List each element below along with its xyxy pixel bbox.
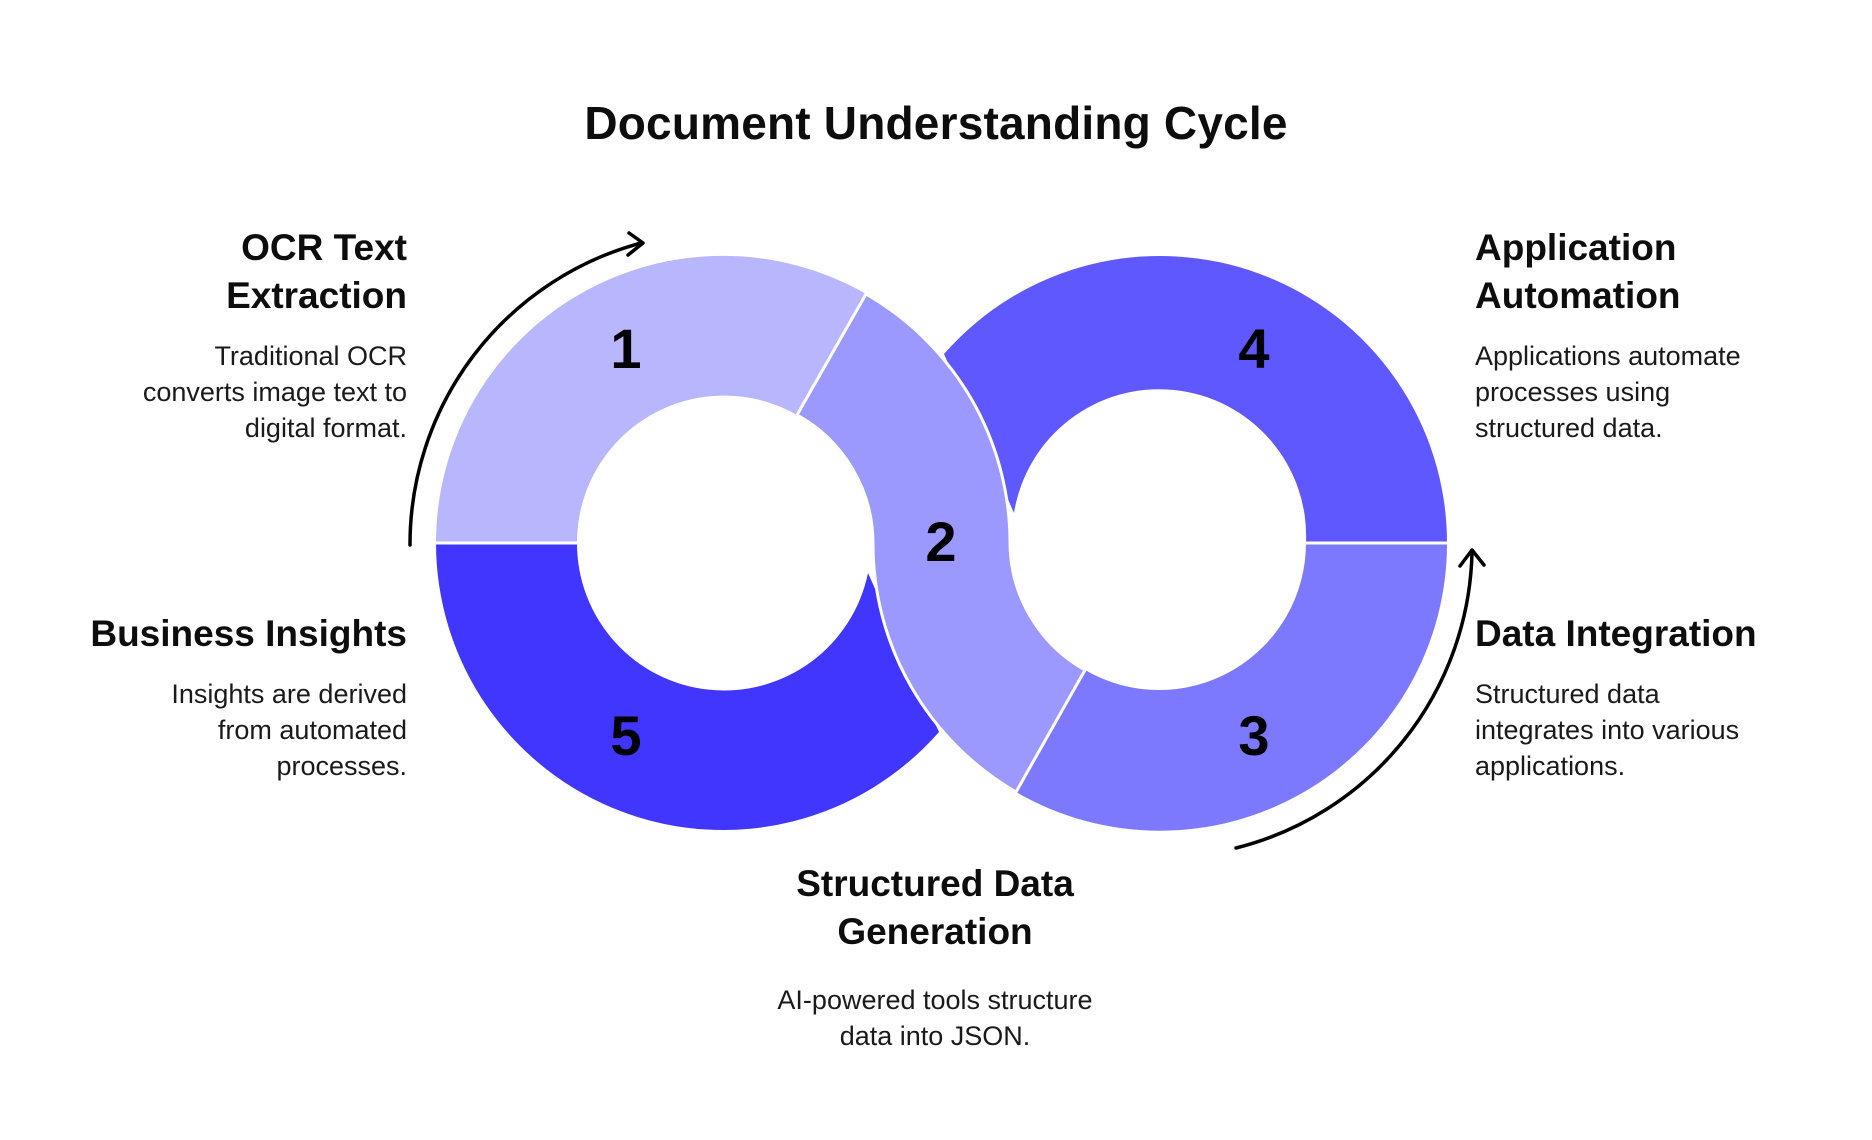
step-2-text-block: Structured Data Generation AI-powered to…	[740, 860, 1130, 1054]
step-2-desc-line: data into JSON.	[839, 1021, 1031, 1051]
step-2-desc-line: AI-powered tools structure	[777, 985, 1093, 1015]
segment-2-structured	[797, 294, 1085, 792]
segment-dividers	[434, 292, 1449, 794]
step-5-desc-line: Insights are derived	[171, 679, 407, 709]
step-5-description: Insights are derived from automated proc…	[0, 676, 407, 784]
step-2-description: AI-powered tools structure data into JSO…	[740, 982, 1130, 1054]
step-4-desc-line: Applications automate	[1475, 341, 1741, 371]
step-1-desc-line: converts image text to	[142, 377, 407, 407]
step-4-desc-line: structured data.	[1475, 413, 1663, 443]
step-5-desc-line: from automated	[217, 715, 407, 745]
step-1-text-block: OCR Text Extraction Traditional OCR conv…	[27, 224, 407, 446]
step-4-heading-line: Automation	[1475, 275, 1681, 316]
arrow-up-right-icon	[408, 231, 645, 547]
step-2-heading: Structured Data Generation	[740, 860, 1130, 956]
step-3-heading-line: Data Integration	[1475, 613, 1757, 654]
segment-1-ocr	[435, 255, 866, 544]
step-number-1: 1	[610, 317, 641, 380]
step-3-desc-line: applications.	[1475, 751, 1626, 781]
step-1-heading-line: Extraction	[226, 275, 407, 316]
step-4-desc-line: processes using	[1475, 377, 1671, 407]
step-number-4: 4	[1238, 317, 1269, 380]
step-4-heading-line: Application	[1475, 227, 1677, 268]
step-5-heading-line: Business Insights	[90, 613, 407, 654]
step-1-heading-line: OCR Text	[241, 227, 407, 268]
step-1-desc-line: digital format.	[244, 413, 407, 443]
step-4-text-block: Application Automation Applications auto…	[1475, 224, 1855, 446]
segment-5-insights	[436, 543, 939, 831]
step-5-text-block: Business Insights Insights are derived f…	[0, 610, 407, 784]
step-4-heading: Application Automation	[1475, 224, 1855, 320]
step-3-description: Structured data integrates into various …	[1475, 676, 1855, 784]
step-1-desc-line: Traditional OCR	[214, 341, 407, 371]
arrow-up-icon	[1234, 548, 1486, 850]
step-3-heading: Data Integration	[1475, 610, 1855, 658]
step-number-5: 5	[610, 704, 641, 767]
step-3-text-block: Data Integration Structured data integra…	[1475, 610, 1855, 784]
step-1-description: Traditional OCR converts image text to d…	[27, 338, 407, 446]
step-number-3: 3	[1238, 704, 1269, 767]
step-2-heading-line: Structured Data	[796, 863, 1074, 904]
diagram-title: Document Understanding Cycle	[584, 97, 1288, 149]
segment-4-automation	[944, 255, 1447, 543]
segment-3-integration	[1016, 543, 1448, 831]
step-3-desc-line: Structured data	[1475, 679, 1660, 709]
step-4-description: Applications automate processes using st…	[1475, 338, 1855, 446]
step-1-heading: OCR Text Extraction	[27, 224, 407, 320]
step-5-heading: Business Insights	[0, 610, 407, 658]
step-5-desc-line: processes.	[276, 751, 407, 781]
step-number-2: 2	[925, 510, 956, 573]
step-3-desc-line: integrates into various	[1475, 715, 1740, 745]
step-2-heading-line: Generation	[837, 911, 1033, 952]
